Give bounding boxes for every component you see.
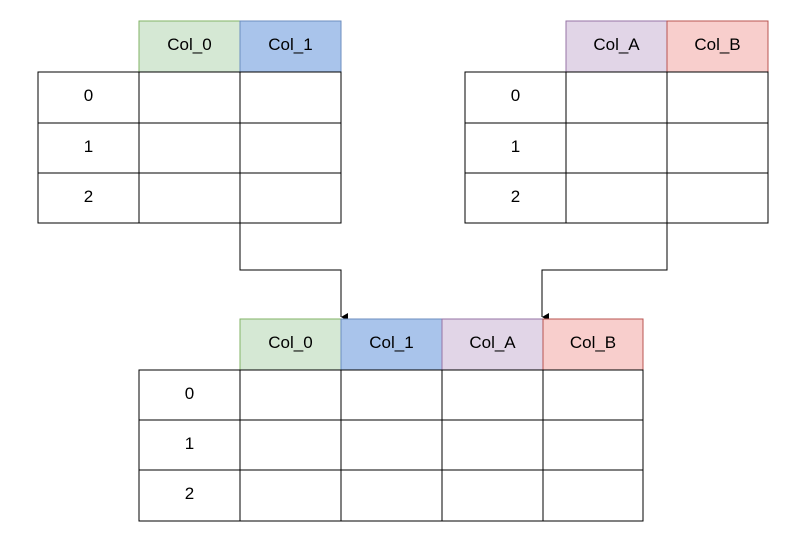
- left-cell: [239, 122, 342, 174]
- right-table-row: 1: [464, 122, 769, 174]
- left-cell: [239, 71, 342, 124]
- result-header-colb: [542, 318, 644, 371]
- result-cell: [239, 469, 342, 522]
- right-cell: [666, 172, 769, 224]
- right-header-cola: [565, 20, 668, 73]
- right-table-row: 2: [464, 172, 769, 224]
- right-index-label: 2: [511, 187, 520, 206]
- result-cell: [340, 419, 443, 471]
- left-header-col1: [239, 20, 342, 73]
- result-header-col0-label: Col_0: [268, 333, 312, 352]
- right-cell: [666, 122, 769, 174]
- left-cell: [138, 71, 241, 124]
- result-table-row: 0: [138, 369, 644, 421]
- left-index-label: 1: [84, 137, 93, 156]
- right-header-cola-label: Col_A: [593, 35, 640, 54]
- right-cell: [565, 122, 668, 174]
- left-cell: [138, 122, 241, 174]
- result-table-row: 2: [138, 469, 644, 522]
- left-cell: [138, 172, 241, 224]
- result-header-cola-label: Col_A: [469, 333, 516, 352]
- result-table: Col_0 Col_1 Col_A Col_B 0 1 2: [138, 318, 644, 522]
- left-table: Col_0 Col_1 0 1 2: [37, 20, 342, 224]
- left-table-row: 2: [37, 172, 342, 224]
- left-header-col0-label: Col_0: [167, 35, 211, 54]
- result-cell: [542, 469, 644, 522]
- right-cell: [666, 71, 769, 124]
- left-header-col0: [138, 20, 241, 73]
- result-table-row: 1: [138, 419, 644, 471]
- left-table-row: 1: [37, 122, 342, 174]
- right-header-colb-label: Col_B: [694, 35, 740, 54]
- result-cell: [441, 419, 544, 471]
- left-index-cell: [37, 172, 140, 224]
- result-index-label: 0: [185, 384, 194, 403]
- connector-arrow-right: [541, 223, 668, 321]
- right-index-label: 1: [511, 137, 520, 156]
- left-cell: [239, 172, 342, 224]
- result-cell: [441, 469, 544, 522]
- result-index-label: 1: [185, 434, 194, 453]
- result-cell: [239, 369, 342, 421]
- result-header-col1: [340, 318, 443, 371]
- right-index-label: 0: [511, 86, 520, 105]
- result-header-colb-label: Col_B: [570, 333, 616, 352]
- result-index-label: 2: [185, 484, 194, 503]
- left-table-row: 0: [37, 71, 342, 124]
- left-header-col1-label: Col_1: [268, 35, 312, 54]
- result-header-col1-label: Col_1: [369, 333, 413, 352]
- left-index-label: 0: [84, 86, 93, 105]
- right-cell: [565, 71, 668, 124]
- result-cell: [340, 369, 443, 421]
- connector-arrow-left: [239, 223, 348, 321]
- result-cell: [441, 369, 544, 421]
- right-table-row: 0: [464, 71, 769, 124]
- right-index-cell: [464, 71, 567, 124]
- result-cell: [239, 419, 342, 471]
- result-index-cell: [138, 469, 241, 522]
- right-table: Col_A Col_B 0 1 2: [464, 20, 769, 224]
- left-index-label: 2: [84, 187, 93, 206]
- result-cell: [542, 369, 644, 421]
- right-index-cell: [464, 172, 567, 224]
- left-index-cell: [37, 122, 140, 174]
- left-index-cell: [37, 71, 140, 124]
- result-index-cell: [138, 419, 241, 471]
- right-cell: [565, 172, 668, 224]
- result-cell: [542, 419, 644, 471]
- result-cell: [340, 469, 443, 522]
